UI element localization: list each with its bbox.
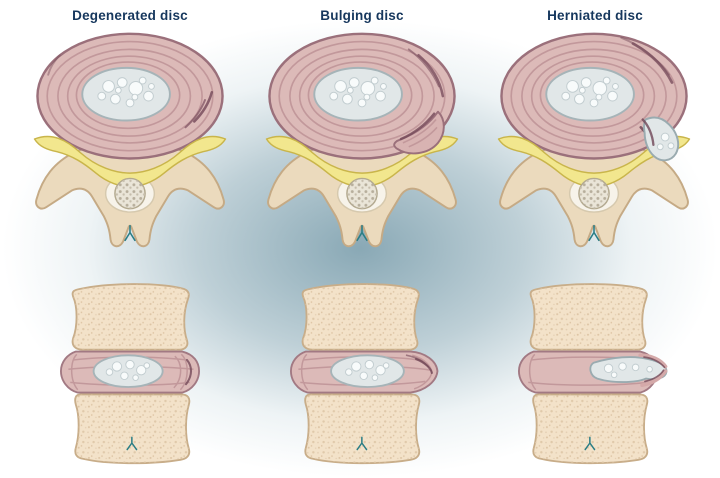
column-label-herniated: Herniated disc <box>547 8 643 23</box>
column-label-degenerated: Degenerated disc <box>72 8 188 23</box>
degenerated-disc-axial-illustration <box>22 26 238 252</box>
herniated-disc-lateral-illustration <box>504 280 672 466</box>
column-label-bulging: Bulging disc <box>320 8 404 23</box>
bulging-disc-axial-illustration <box>254 26 470 252</box>
bulging-disc-lateral-illustration <box>276 280 444 466</box>
degenerated-disc-lateral-illustration <box>46 280 214 466</box>
herniated-disc-axial-illustration <box>486 26 702 252</box>
